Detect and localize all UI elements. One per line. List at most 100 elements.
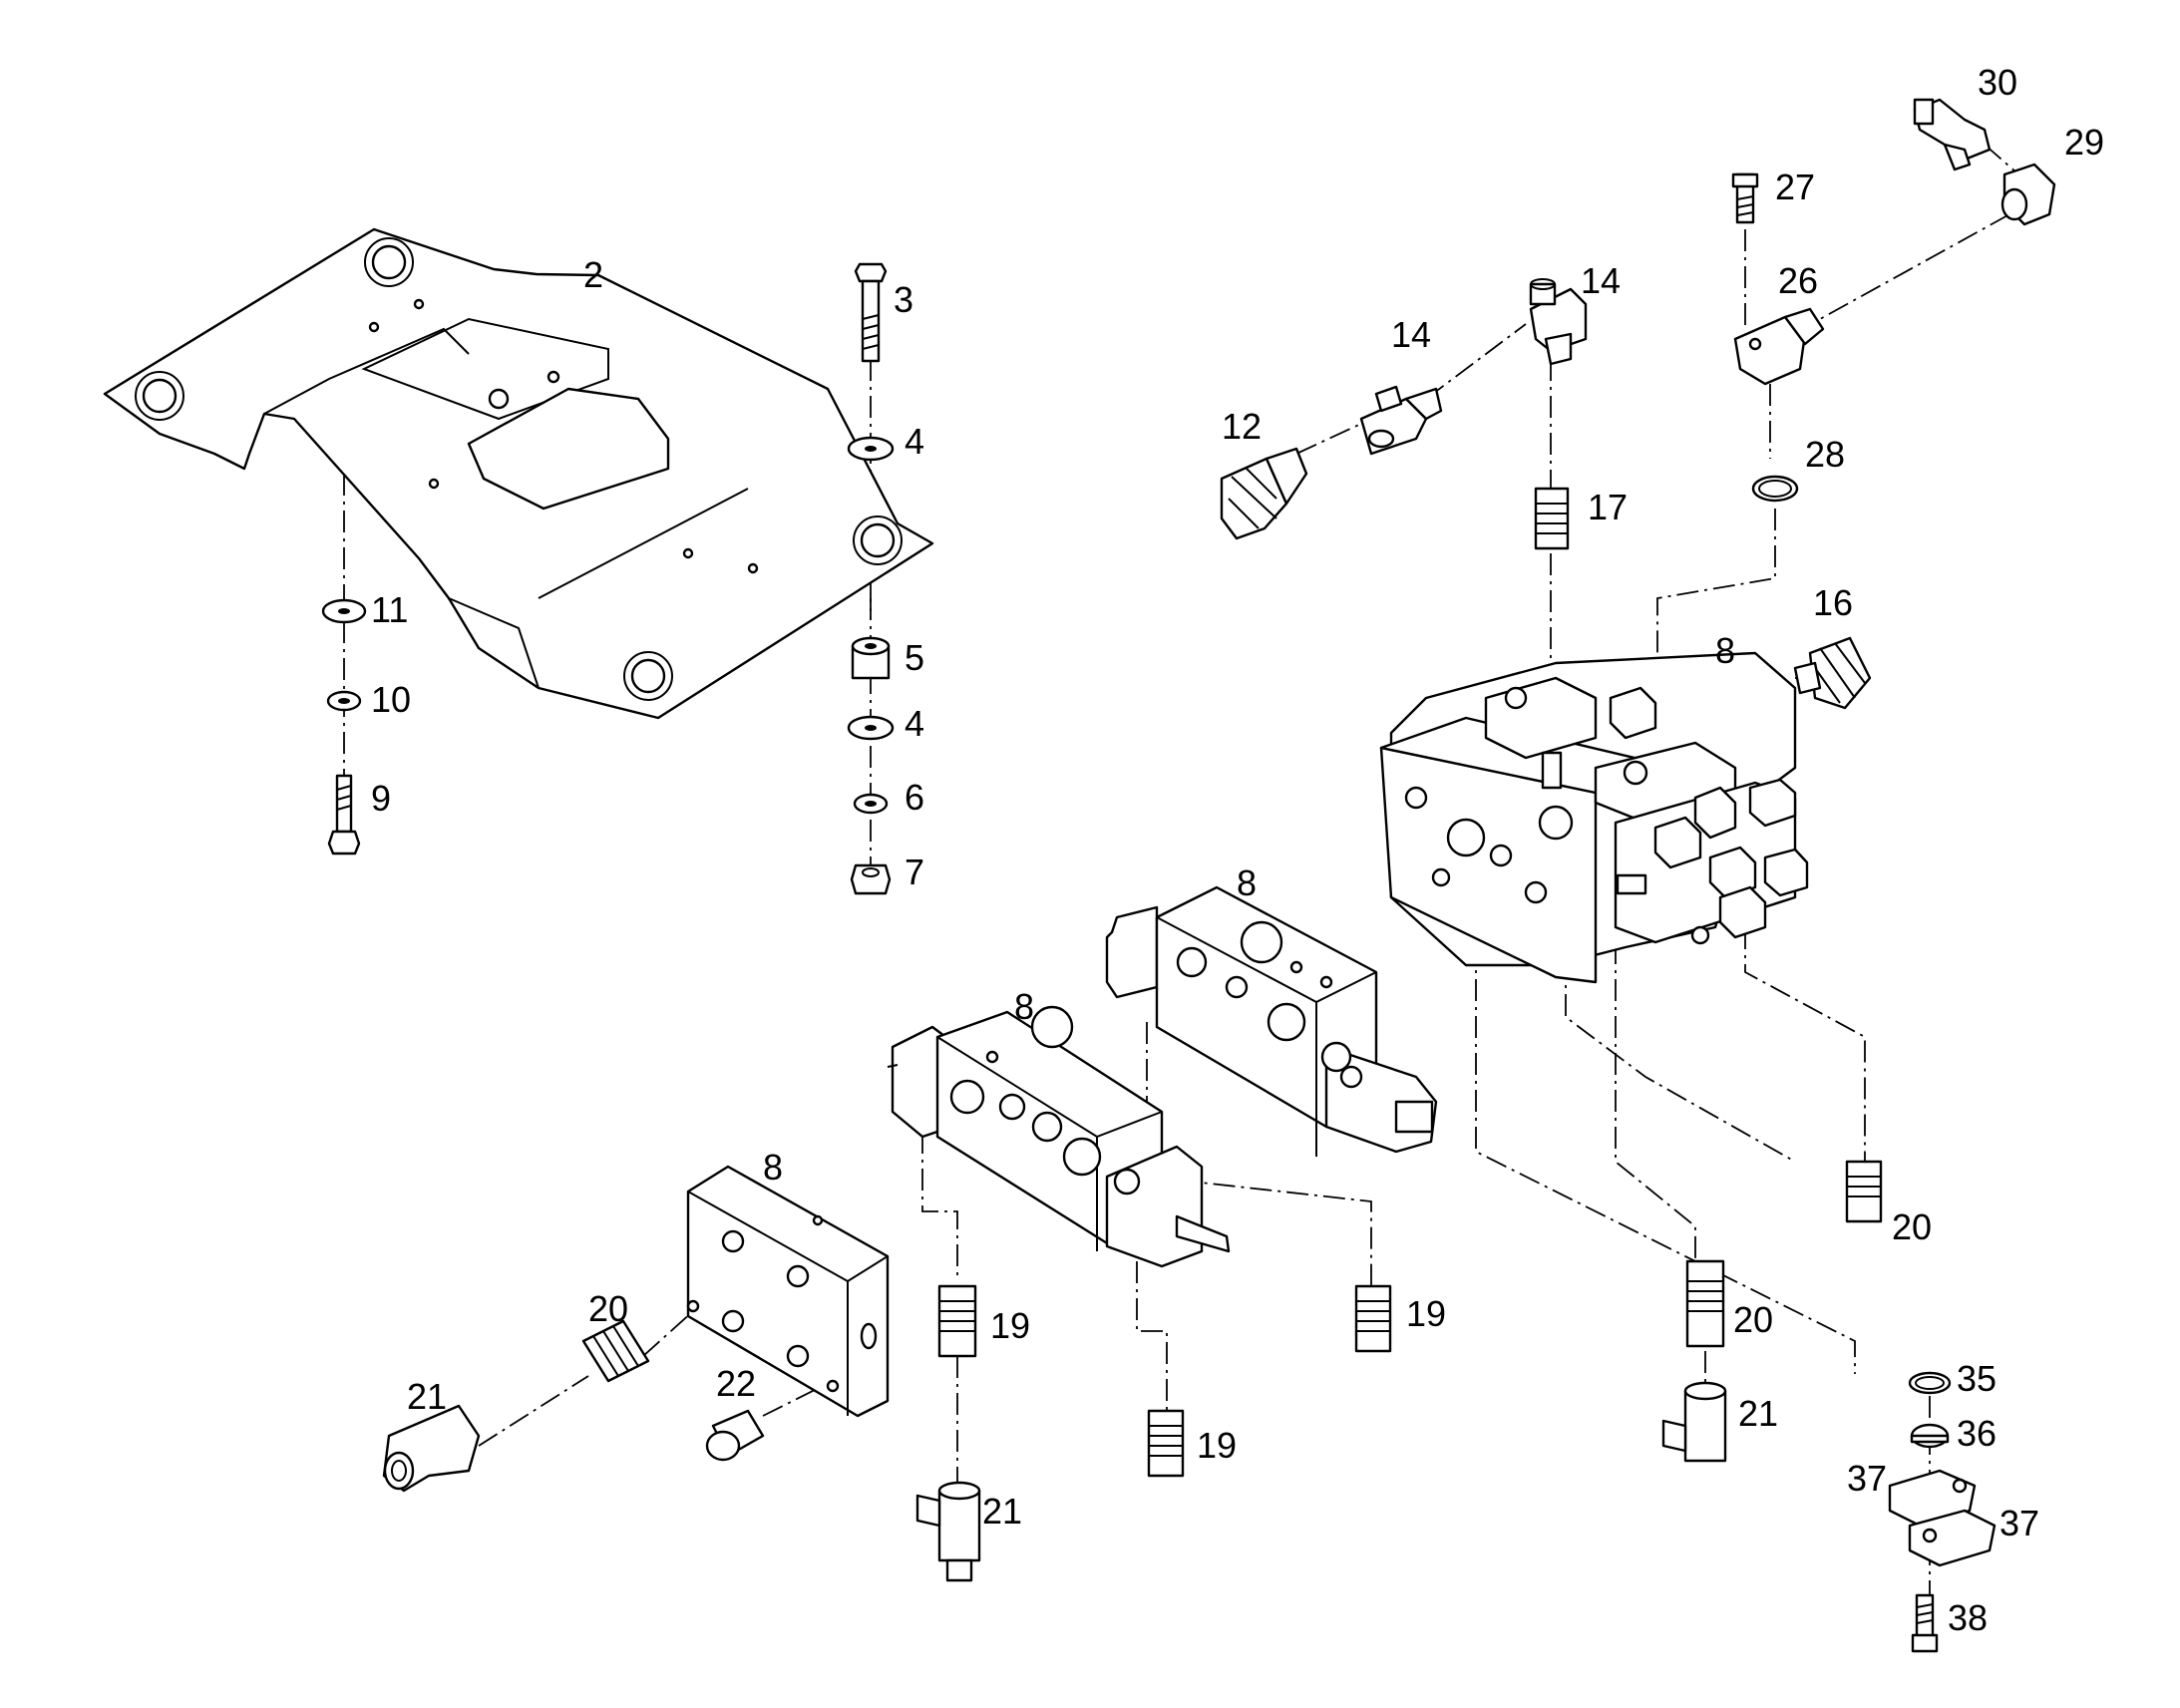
plug-22 — [705, 1409, 765, 1462]
callout-8-mid: 8 — [1237, 862, 1257, 903]
swivel-nut-29 — [2000, 163, 2056, 226]
adapter-17 — [1534, 487, 1570, 550]
callout-37-lower: 37 — [1999, 1503, 2039, 1543]
end-plate-hole — [812, 1214, 824, 1226]
adapter-19-left — [937, 1284, 977, 1358]
small-valve-left-stub — [887, 1064, 899, 1068]
end-plate-front — [686, 1165, 890, 1418]
screw-38 — [1911, 1593, 1939, 1653]
callout-3: 3 — [894, 279, 913, 320]
callout-20-center: 20 — [1733, 1299, 1773, 1340]
plate-corner-hole-2-ring — [135, 371, 184, 421]
small-valve-actuator-rod — [1175, 1214, 1231, 1253]
tee-fitting-21-left — [382, 1404, 481, 1493]
tee-fitting-21-bottom — [915, 1481, 981, 1582]
washer-4-lower — [847, 715, 895, 741]
mid-valve-port-a — [1176, 946, 1208, 978]
screw-9 — [327, 774, 361, 855]
callout-9: 9 — [371, 778, 391, 819]
mid-valve-port-f — [1319, 975, 1333, 989]
mid-valve-port-b — [1225, 975, 1249, 999]
callout-30: 30 — [1978, 62, 2017, 103]
callout-19-left: 19 — [990, 1305, 1030, 1346]
leader-small-valve-to-19-left — [921, 1132, 958, 1281]
plate-bend-line-left — [263, 327, 470, 415]
main-block-spool-sections — [1614, 778, 1809, 945]
mid-valve-port-d — [1320, 1041, 1352, 1073]
callout-35: 35 — [1957, 1358, 1997, 1399]
main-control-valve-block — [1379, 651, 1809, 984]
mounting-plate — [103, 227, 934, 720]
plate-window-outer — [361, 317, 609, 421]
callout-16: 16 — [1813, 582, 1853, 623]
callout-labels: 2 3 4 5 4 6 7 11 10 9 12 14 14 17 27 26 … — [371, 62, 2104, 1638]
callout-21-bottom: 21 — [982, 1491, 1022, 1532]
mid-valve-port-c — [1267, 1002, 1306, 1042]
plate-corner-hole-4-ring — [623, 651, 673, 701]
callout-8-plate: 8 — [763, 1147, 783, 1188]
callout-17: 17 — [1588, 487, 1628, 527]
callout-26: 26 — [1778, 260, 1818, 301]
main-block-top-plug — [1609, 686, 1657, 740]
screw-27 — [1731, 172, 1759, 224]
main-block-port-1 — [1404, 786, 1428, 810]
plate-hole-small-1 — [368, 321, 380, 333]
callout-28: 28 — [1805, 434, 1845, 475]
plate-hole-small-5 — [428, 478, 440, 490]
callout-4-upper: 4 — [905, 421, 924, 462]
plate-hole-small-7 — [747, 562, 759, 574]
callout-11: 11 — [371, 589, 408, 630]
small-valve-port-c — [1031, 1111, 1063, 1143]
plate-window — [467, 387, 670, 511]
callout-10: 10 — [371, 679, 411, 720]
plate-corner-hole-1 — [371, 244, 407, 280]
callout-19-center: 19 — [1406, 1293, 1446, 1334]
spacer-5 — [851, 636, 891, 680]
small-valve-port-a — [949, 1079, 985, 1115]
elbow-connector-12 — [1220, 447, 1308, 540]
small-valve-port-e — [985, 1050, 999, 1064]
callout-2: 2 — [583, 254, 603, 295]
tee-fitting-14-upper — [1529, 278, 1588, 366]
end-plate-bolt-2 — [786, 1264, 810, 1288]
callout-4-lower: 4 — [905, 703, 924, 744]
leader-20-to-plate — [642, 1310, 694, 1357]
end-plate-side-port — [860, 1322, 878, 1350]
callout-19-right: 19 — [1197, 1425, 1237, 1466]
valve-end-plate — [686, 1165, 890, 1418]
adapter-20-right — [1845, 1160, 1883, 1223]
plate-bend-line-right — [448, 597, 540, 689]
tee-fitting-21-center — [1661, 1381, 1727, 1463]
callout-29: 29 — [2064, 122, 2104, 163]
main-block-port-2 — [1446, 818, 1486, 857]
small-valve-port-b — [998, 1093, 1026, 1121]
mid-valve-edges — [1156, 916, 1377, 1157]
seal-36 — [1910, 1423, 1950, 1449]
mid-valve-top-cap — [1240, 920, 1283, 964]
flange-fitting-26 — [1733, 307, 1825, 386]
plate-center-line — [538, 488, 749, 599]
leader-block-to-20-center — [1615, 942, 1696, 1261]
main-block-port-6 — [1538, 805, 1574, 841]
leader-mid-valve-to-19 — [1146, 1022, 1372, 1286]
washer-4-upper — [847, 436, 895, 462]
plate-corner-hole-3 — [860, 522, 896, 558]
leader-block-to-20-right-b — [1565, 957, 1796, 1163]
callout-12: 12 — [1222, 406, 1262, 447]
plate-corner-hole-3-ring — [853, 515, 903, 565]
lock-washer-6 — [853, 793, 889, 815]
plate-hole-small-4 — [546, 370, 560, 384]
split-flange-37-upper — [1888, 1469, 1977, 1528]
callout-14-upper: 14 — [1581, 260, 1621, 301]
end-plate-port-2 — [826, 1379, 840, 1393]
adapter-20-left — [581, 1319, 650, 1383]
washer-11 — [321, 598, 367, 624]
leader-29-to-26 — [1819, 213, 2010, 320]
leader-12-to-14 — [1295, 416, 1377, 455]
callout-8-small: 8 — [1014, 986, 1034, 1027]
leader-28-to-block — [1656, 509, 1776, 658]
nut-7 — [850, 863, 892, 895]
adapter-19-right — [1147, 1409, 1185, 1478]
plate-hole-small-6 — [682, 547, 694, 559]
mid-valve-left-solenoid — [1105, 905, 1159, 999]
